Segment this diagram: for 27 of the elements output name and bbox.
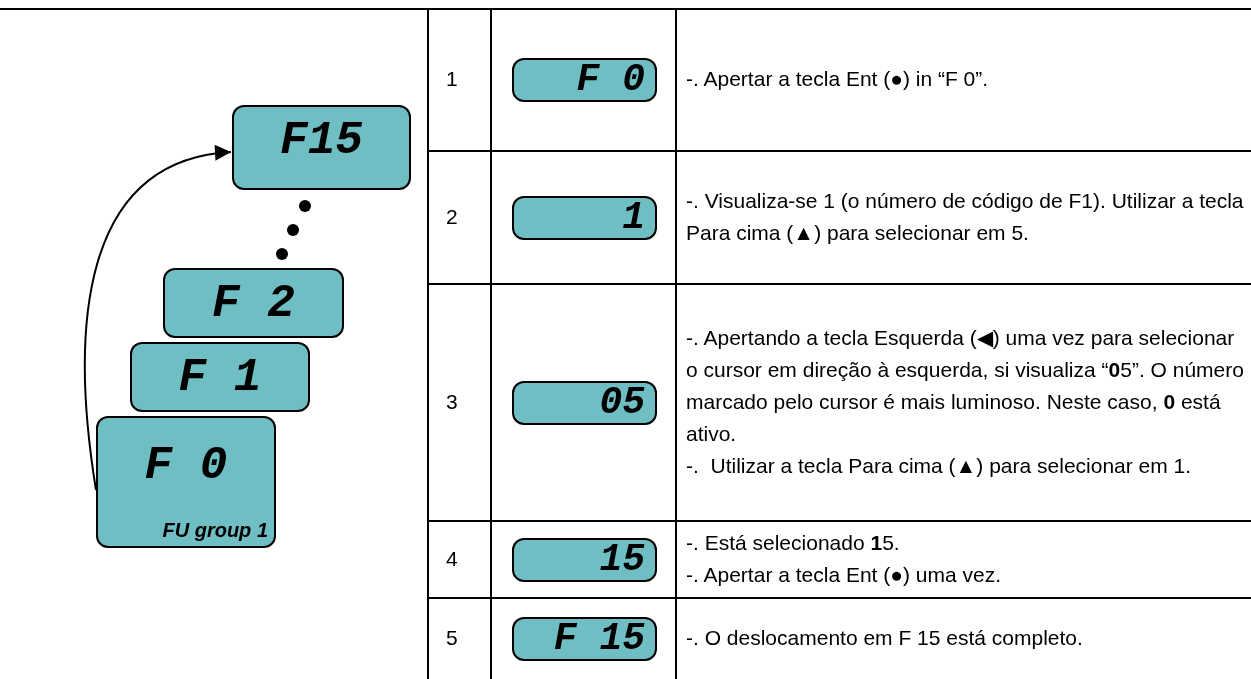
curved-arrow	[83, 146, 232, 491]
instruction-text: -. Apertar a tecla Ent (●) in “F 0”.	[686, 66, 990, 92]
display-readout: F 15	[552, 619, 645, 659]
lcd-display	[96, 416, 276, 548]
instruction-text: -. Apertando a tecla Esquerda (◀) uma vez para selecionar o cursor em direção à esquerda, si visualiza “05”. O número marcado pelo cursor é mais luminoso. Neste caso, 0 está ativo.	[686, 324, 1245, 447]
group-caption: FU group 1	[162, 519, 268, 542]
step-number: 1	[446, 66, 458, 92]
display-readout: F 1	[177, 351, 263, 406]
lcd-display	[130, 342, 310, 412]
display-readout: F 2	[211, 277, 296, 332]
step-number: 3	[446, 388, 458, 415]
display-readout: 15	[598, 539, 645, 580]
display-readout: 05	[598, 382, 645, 423]
display-readout: 1	[621, 197, 645, 238]
lcd-display	[232, 105, 411, 190]
instruction-text: -. Utilizar a tecla Para cima (▲) para selecionar em 1.	[686, 452, 1193, 479]
display-readout: F 0	[143, 439, 229, 494]
instruction-text: -. Visualiza-se 1 (o número de código de F1). Utilizar a tecla Para cima (▲) para selecionar em 5.	[686, 187, 1245, 246]
instruction-text: -. Está selecionado 15.	[686, 529, 901, 556]
display-readout: F15	[279, 114, 364, 169]
instruction-text: -. O deslocamento em F 15 está completo.	[686, 625, 1084, 651]
step-number: 4	[446, 545, 458, 572]
lcd-display	[163, 268, 344, 338]
step-number: 5	[446, 625, 458, 651]
step-number: 2	[446, 203, 458, 230]
display-readout: F 0	[575, 60, 645, 100]
instruction-text: -. Apertar a tecla Ent (●) uma vez.	[686, 561, 1002, 588]
